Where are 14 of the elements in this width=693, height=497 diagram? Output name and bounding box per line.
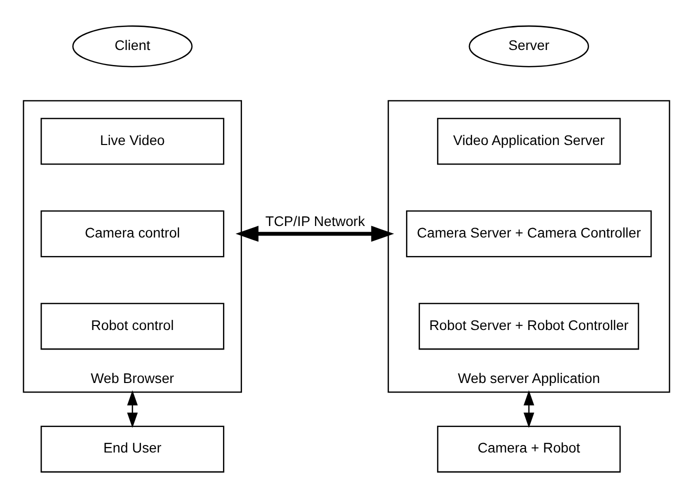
node-ellipse: Server [468, 24, 590, 67]
edge-label: TCP/IP Network [265, 212, 365, 228]
node-box: Video Application Server [437, 117, 621, 164]
arrow [236, 225, 394, 242]
arrow [127, 390, 138, 428]
arrow [524, 390, 534, 428]
node-box: Camera + Robot [437, 425, 621, 472]
node-box: Camera Server + Camera Controller [406, 210, 652, 257]
node-box: Camera control [40, 210, 224, 257]
node-box: End User [40, 425, 224, 472]
node-box: Robot Server + Robot Controller [418, 302, 640, 350]
node-ellipse: Client [72, 24, 193, 67]
node-box: Robot control [40, 302, 224, 350]
node-box: Live Video [40, 117, 224, 164]
